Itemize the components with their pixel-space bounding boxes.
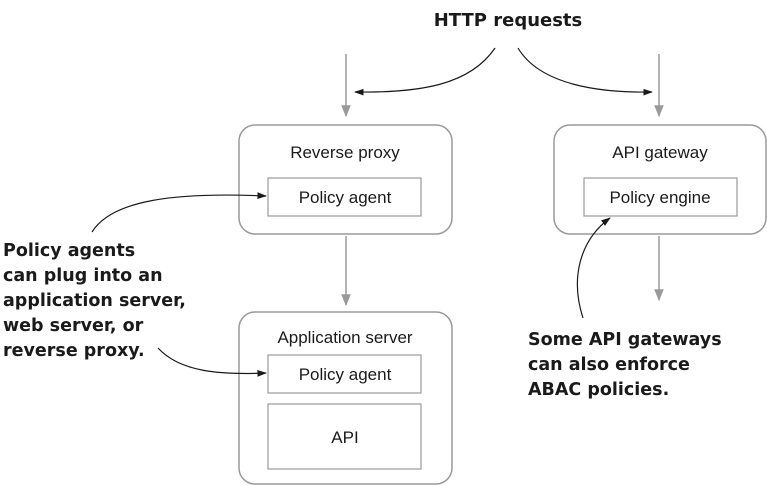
request-arrow-right xyxy=(517,47,653,96)
api-label: API xyxy=(331,428,358,447)
proxy-policy-agent-box xyxy=(267,177,422,217)
app-policy-agent-box xyxy=(267,354,422,394)
api-gateway-box: API gateway Policy engine xyxy=(553,124,767,235)
note-left-line-2: can plug into an xyxy=(3,266,163,286)
note-left-line-1: Policy agents xyxy=(3,241,135,261)
api-gateways-note: Some API gateways can also enforce ABAC … xyxy=(528,330,722,400)
application-server-box: Application server Policy agent API xyxy=(238,311,453,485)
policy-agents-note: Policy agents can plug into an applicati… xyxy=(3,241,186,361)
note-arrow-to-proxy-agent xyxy=(91,192,267,233)
http-requests-title: HTTP requests xyxy=(434,10,583,31)
application-server-label: Application server xyxy=(277,328,412,347)
app-policy-agent-label: Policy agent xyxy=(299,365,392,384)
note-right-line-3: ABAC policies. xyxy=(528,380,669,400)
note-arrow-to-policy-engine xyxy=(576,217,611,319)
note-right-line-2: can also enforce xyxy=(528,355,690,375)
policy-engine-box xyxy=(583,177,738,217)
note-arrow-to-app-agent xyxy=(157,347,267,377)
api-box xyxy=(267,403,422,470)
note-left-line-5: reverse proxy. xyxy=(3,341,145,361)
request-arrow-left xyxy=(354,47,496,96)
reverse-proxy-box: Reverse proxy Policy agent xyxy=(238,124,453,235)
note-right-line-1: Some API gateways xyxy=(528,330,722,350)
note-left-line-4: web server, or xyxy=(3,316,144,336)
reverse-proxy-label: Reverse proxy xyxy=(290,143,400,162)
api-gateway-label: API gateway xyxy=(612,143,708,162)
policy-engine-label: Policy engine xyxy=(609,188,710,207)
proxy-policy-agent-label: Policy agent xyxy=(299,188,392,207)
note-left-line-3: application server, xyxy=(3,291,186,311)
